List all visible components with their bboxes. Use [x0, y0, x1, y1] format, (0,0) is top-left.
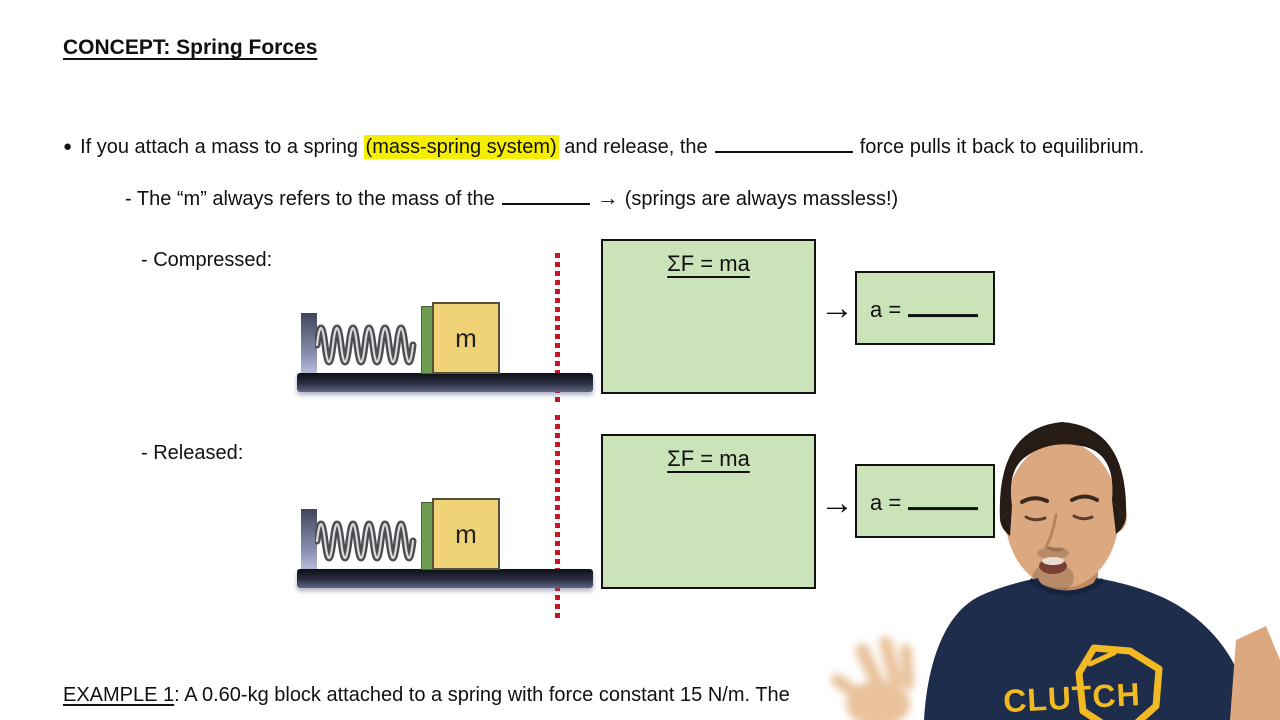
blank-mass-of [501, 189, 590, 205]
clutch-logo-hexagon [1075, 644, 1163, 720]
presenter-eye [1024, 515, 1047, 522]
answer-blank [908, 493, 979, 511]
page-title: CONCEPT: Spring Forces [63, 36, 318, 59]
line1-pre: If you attach a mass to a spring [80, 136, 364, 158]
spring-coil [315, 324, 417, 366]
presenter-nose [1043, 513, 1064, 552]
presenter-arm [1230, 626, 1280, 720]
arrow-right-icon: → [820, 484, 854, 522]
presenter-eyebrow [1020, 496, 1049, 504]
wall-anchor [301, 313, 317, 374]
presenter-teeth [1042, 557, 1064, 565]
line2-post: (springs are always massless!) [624, 188, 899, 210]
compressed-label: - Compressed: [141, 249, 273, 271]
presenter-shirt [924, 578, 1248, 720]
mass-block: m [432, 498, 500, 570]
blank-force-name [714, 137, 853, 153]
spring-coil [315, 520, 417, 562]
equilibrium-line-bottom [555, 415, 560, 618]
line1-mid: and release, the [558, 136, 708, 158]
line1-post: force pulls it back to equilibrium. [859, 136, 1145, 158]
example-line: EXAMPLE 1: A 0.60-kg block attached to a… [63, 684, 790, 707]
line2-pre: - The “m” always refers to the mass of t… [125, 188, 495, 210]
presenter-eye [1072, 514, 1094, 521]
arrow-right-icon: → [596, 185, 619, 210]
formula-sigma-f-ma: ΣF = ma [667, 446, 750, 471]
answer-blank [908, 300, 979, 318]
answer-prefix: a = [870, 490, 902, 516]
example-separator: : [174, 684, 185, 706]
answer-box-bottom: a = [855, 464, 995, 538]
mass-block-label: m [455, 518, 477, 549]
presenter-sideburn [1000, 506, 1012, 536]
presenter-mustache [1037, 547, 1069, 559]
presenter-hair [999, 422, 1127, 520]
presenter-hand [830, 636, 915, 720]
answer-prefix: a = [870, 297, 902, 323]
mass-block: m [432, 302, 500, 374]
ground-surface-bottom [297, 569, 593, 588]
clutch-logo-accent [1087, 650, 1117, 667]
equilibrium-line-top [555, 253, 560, 405]
answer-box-top: a = [855, 271, 995, 345]
wall-anchor [301, 509, 317, 570]
presenter-eyebrow [1070, 494, 1099, 502]
clutch-logo-text: CLUTCH [1002, 676, 1141, 719]
mass-block-label: m [455, 322, 477, 353]
arrow-right-icon: → [820, 289, 854, 327]
bullet-line-2: - The “m” always refers to the mass of t… [125, 185, 898, 211]
presenter: CLUTCH [830, 422, 1280, 720]
shirt-collar [1028, 577, 1105, 596]
bullet-line-1: ● If you attach a mass to a spring (mass-… [63, 135, 1145, 159]
example-text: A 0.60-kg block attached to a spring wit… [184, 684, 790, 706]
newtons-law-box-top: ΣF = ma [601, 239, 816, 394]
newtons-law-box-bottom: ΣF = ma [601, 434, 816, 589]
presenter-sideburn [1112, 500, 1126, 534]
presenter-face [1005, 442, 1119, 588]
example-heading: EXAMPLE 1 [63, 684, 175, 706]
formula-sigma-f-ma: ΣF = ma [667, 251, 750, 276]
ground-surface-top [297, 373, 593, 392]
released-label: - Released: [141, 442, 244, 464]
bullet-icon: ● [63, 138, 73, 155]
highlight-mass-spring-system: (mass-spring system) [363, 135, 559, 159]
